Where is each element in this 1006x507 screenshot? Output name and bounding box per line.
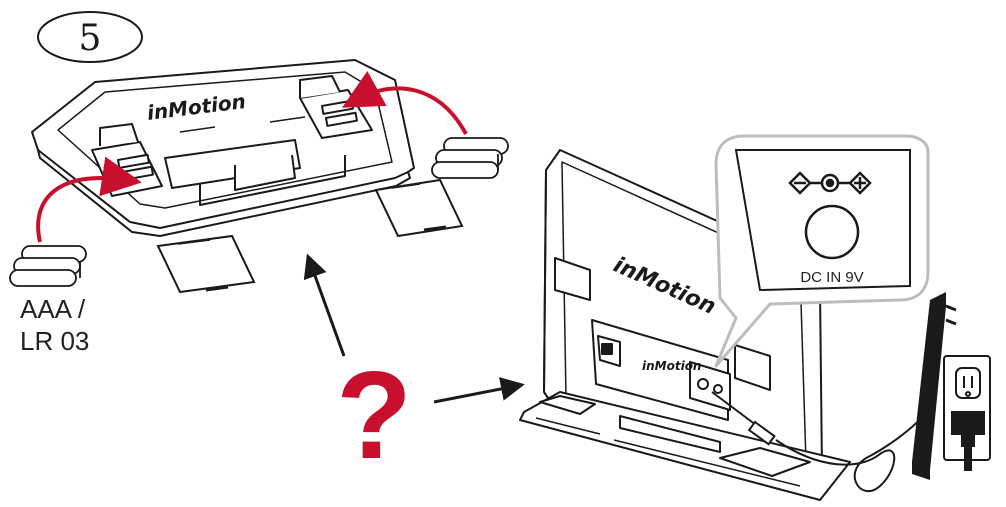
wall-outlet-icon <box>944 356 990 470</box>
step-badge: 5 <box>38 12 142 62</box>
dc-in-label: DC IN 9V <box>800 269 863 286</box>
battery-pack-right <box>432 138 508 178</box>
battery-pack-left <box>10 246 86 286</box>
battery-type-line1: AAA / <box>20 294 86 324</box>
step-number: 5 <box>79 18 102 59</box>
dc-jack-icon <box>806 206 858 258</box>
question-mark: ? <box>336 347 412 485</box>
arrow-up-icon <box>310 262 344 356</box>
dc-in-callout: DC IN 9V <box>716 136 928 366</box>
brand-logo-small: inMotion <box>642 359 701 373</box>
battery-type-line2: LR 03 <box>20 326 89 356</box>
battery-cover-right <box>376 180 462 236</box>
arrow-right-icon <box>434 386 516 402</box>
tablet-back-view <box>32 60 414 236</box>
battery-cover-left <box>158 236 254 292</box>
polarity-symbol-icon <box>790 173 870 193</box>
